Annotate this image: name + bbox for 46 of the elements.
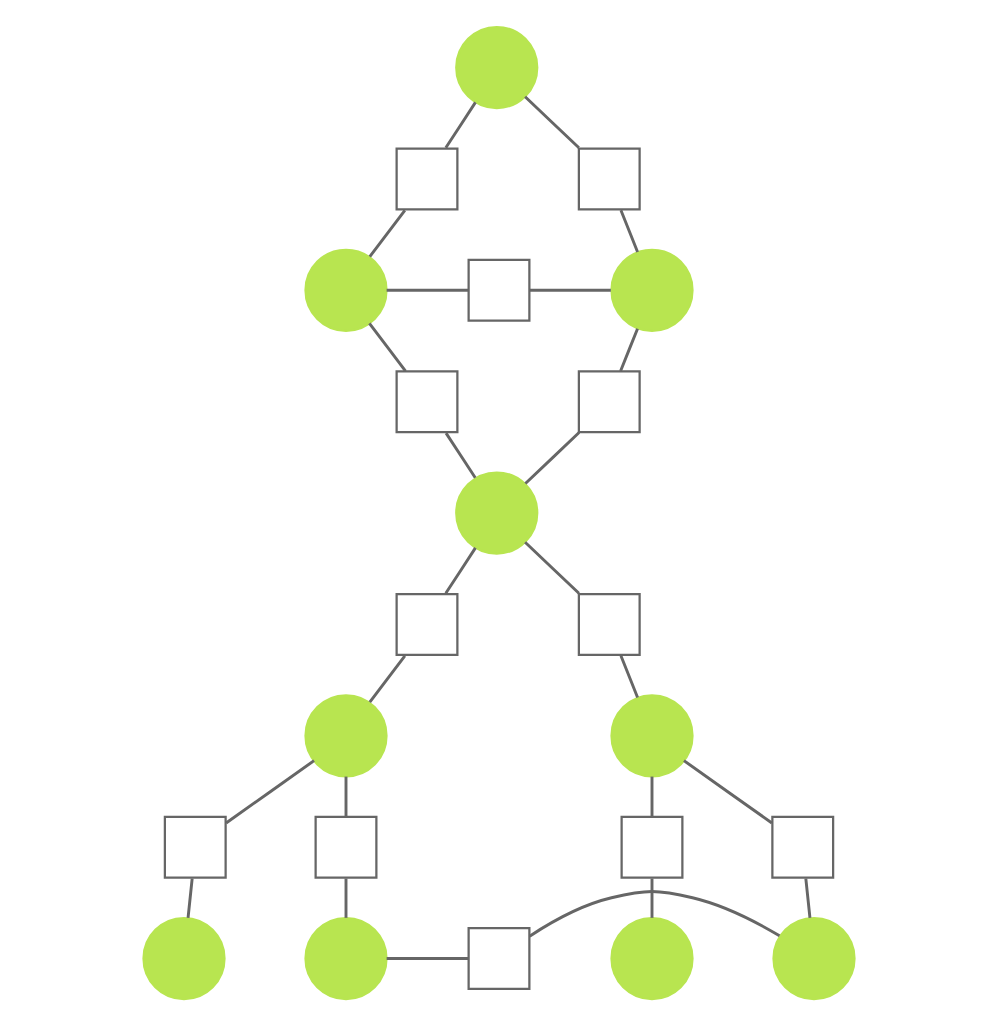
connector [650, 775, 654, 816]
node-box [577, 591, 641, 655]
connector [529, 287, 611, 291]
node-circle [610, 915, 694, 1000]
connector [804, 877, 812, 918]
node-circle [304, 693, 388, 777]
node-box [163, 814, 227, 878]
node-circle [142, 915, 226, 1000]
connector [386, 287, 469, 291]
connector [225, 758, 315, 824]
connector [619, 327, 639, 371]
node-box [771, 814, 835, 878]
node-box [314, 814, 378, 878]
connector [524, 430, 581, 484]
node-circle [455, 24, 539, 109]
node-box [620, 814, 684, 878]
connector [528, 889, 781, 937]
connector [444, 431, 477, 478]
connector [444, 100, 477, 148]
connector [368, 653, 407, 702]
node-circle [772, 915, 856, 1000]
node-circle [455, 470, 539, 554]
connector [386, 956, 469, 959]
connector [368, 321, 407, 371]
node-box [467, 257, 531, 321]
node-circle [304, 247, 388, 331]
connector [368, 208, 407, 257]
node-box [577, 369, 641, 433]
node-circle [610, 693, 694, 777]
node-box [467, 926, 531, 989]
connector [683, 758, 773, 824]
node-circle [610, 247, 694, 331]
connector [344, 775, 348, 816]
connector [186, 877, 194, 918]
connector [619, 654, 639, 697]
connector [344, 877, 348, 917]
node-box [395, 369, 459, 433]
node-box [395, 146, 459, 210]
connector [444, 546, 477, 594]
connector [524, 540, 580, 594]
node-circle [304, 915, 388, 1000]
node-box [577, 146, 641, 210]
node-box [395, 591, 459, 655]
connector [619, 208, 639, 252]
connector [524, 94, 580, 148]
connector [650, 877, 654, 917]
